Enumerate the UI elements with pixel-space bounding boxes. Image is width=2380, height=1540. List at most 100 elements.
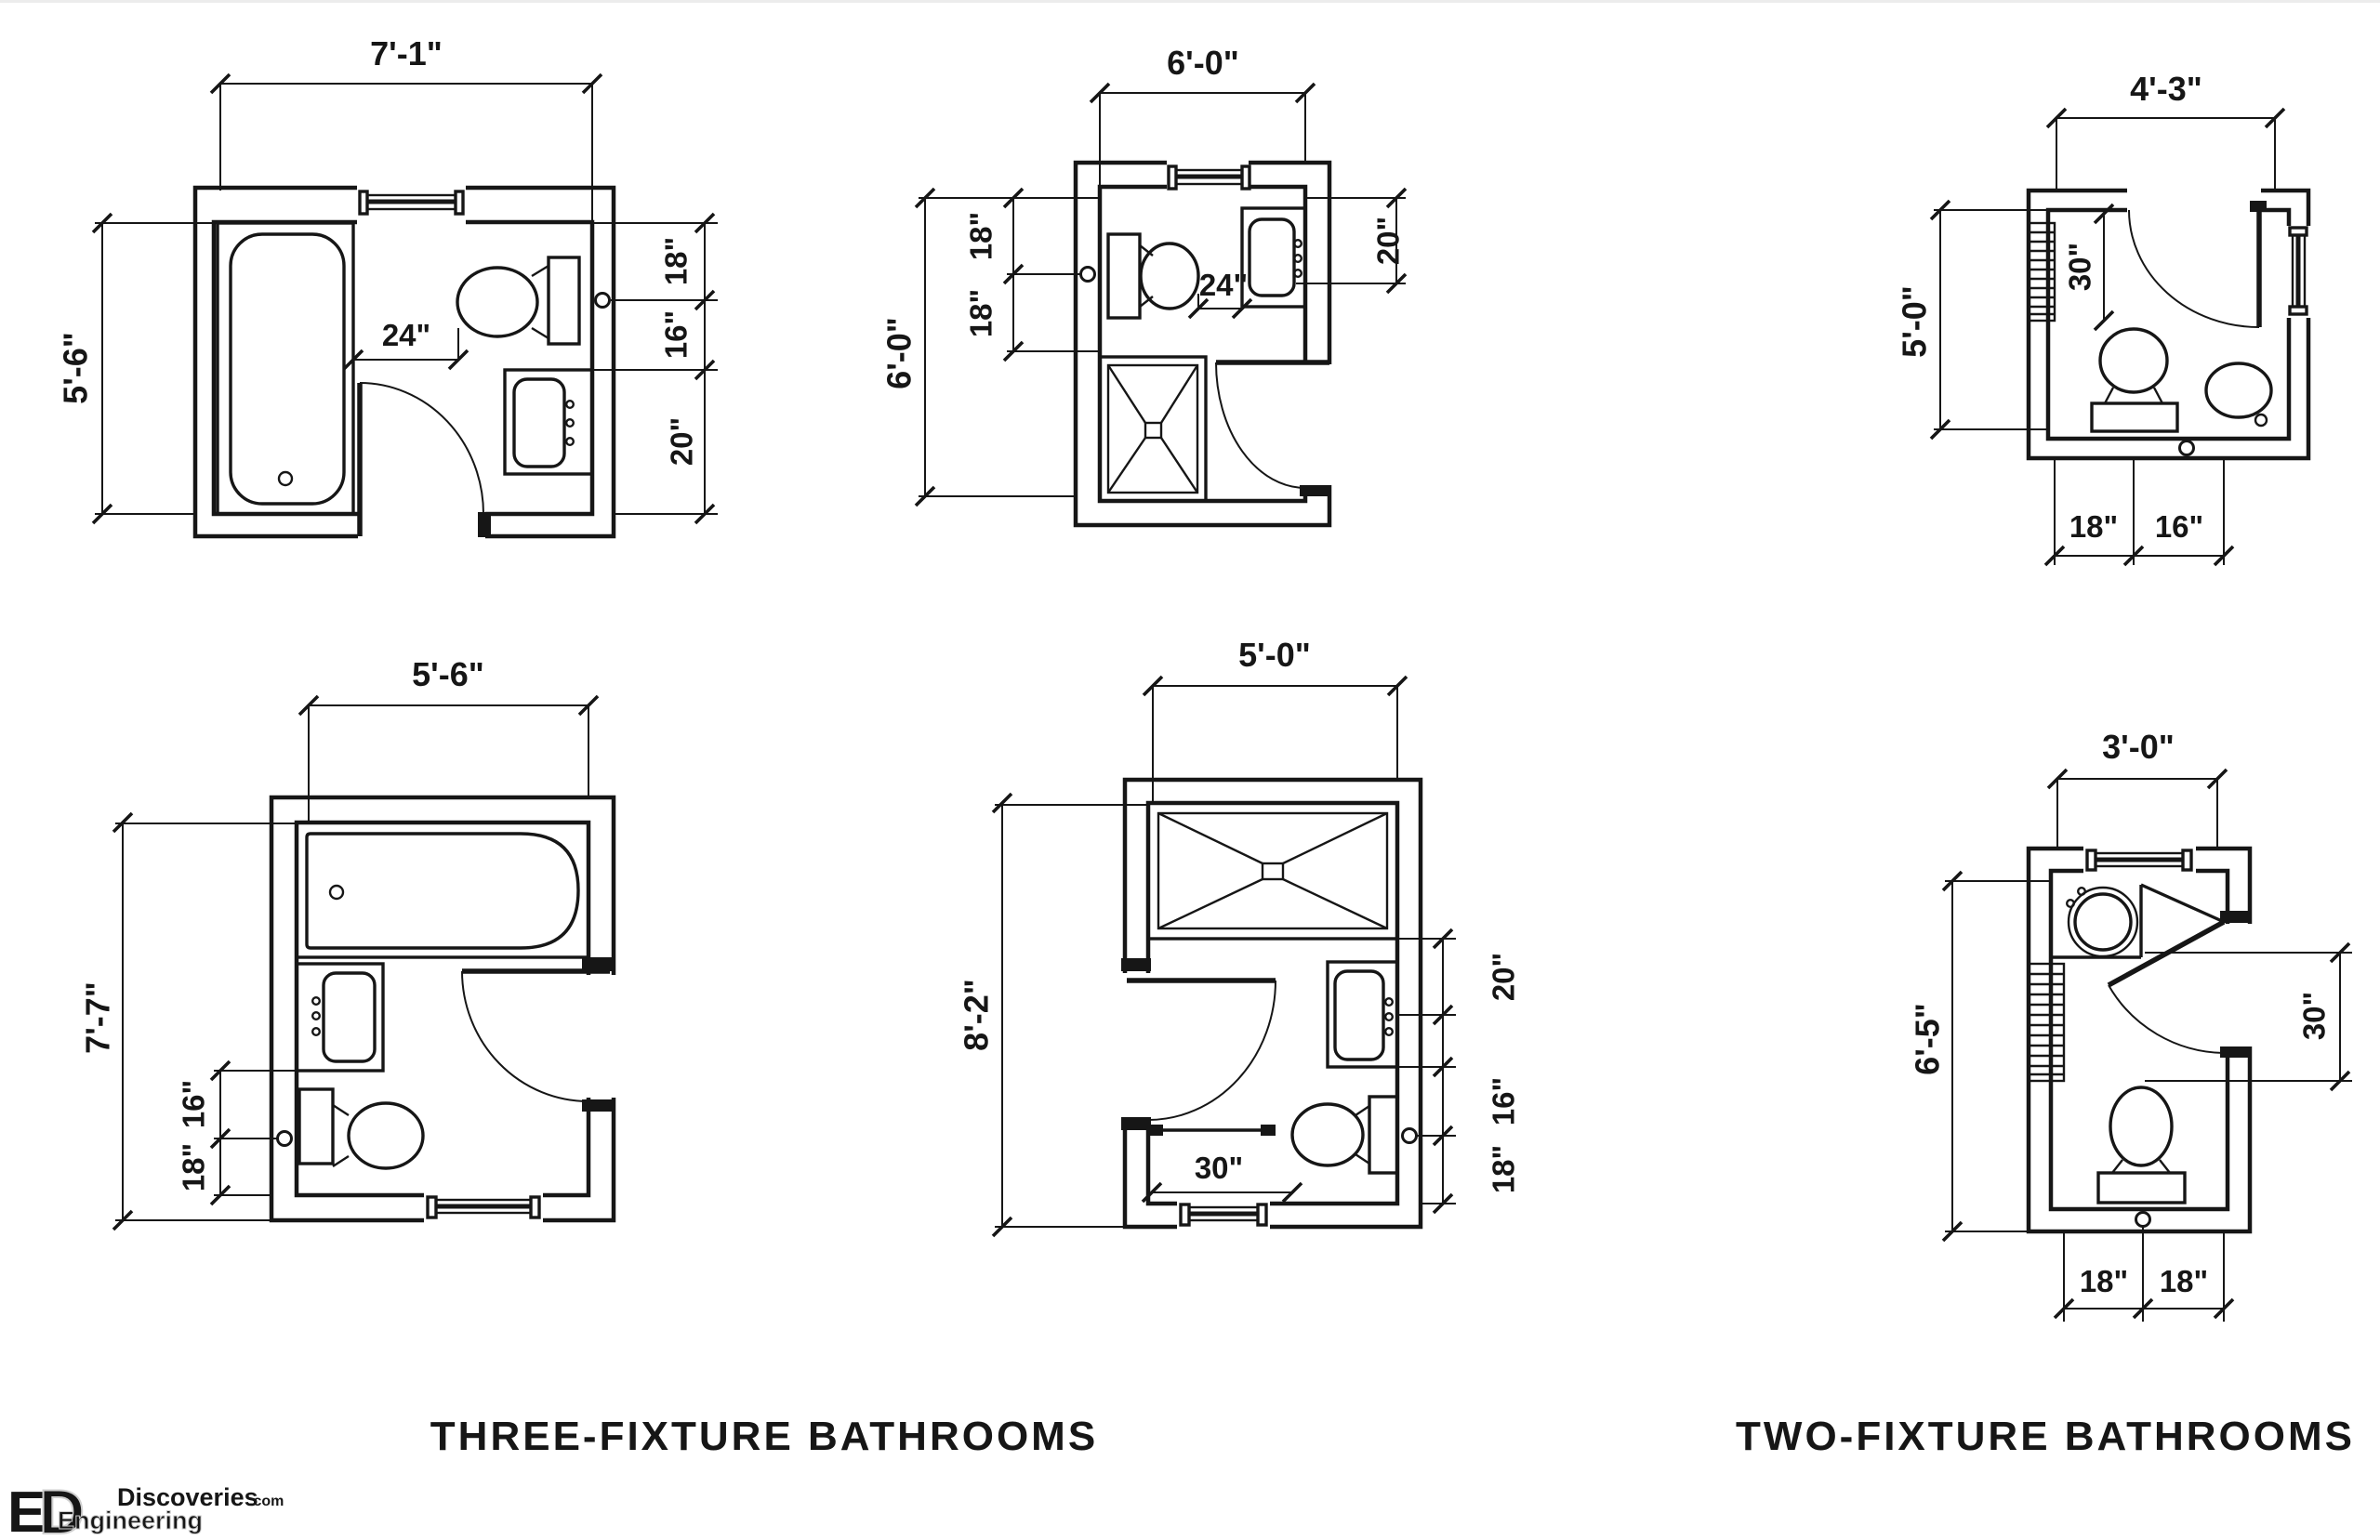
dimension-right: 20" — [1296, 187, 1408, 295]
dim-label: 30" — [2063, 243, 2097, 291]
dimension-height: 5'-0" — [1896, 199, 2109, 441]
dimension-width: 6'-0" — [1089, 44, 1316, 185]
dim-label: 6'-0" — [1167, 44, 1239, 82]
sink-icon — [1326, 960, 1399, 1069]
two-fixture-title: TWO-FIXTURE BATHROOMS — [1736, 1414, 2355, 1459]
stack-marker — [276, 1130, 293, 1147]
sink-icon — [1240, 206, 1307, 309]
stack-marker — [1401, 1127, 1418, 1144]
plan-three-fixture-1: 24" 7'-1" 5'-6" 18" 16" 20" — [57, 34, 718, 540]
stack-marker — [2135, 1211, 2151, 1228]
toilet-icon — [298, 1087, 425, 1170]
door-icon — [461, 957, 614, 1112]
dim-label: 18" — [2160, 1264, 2208, 1298]
dimension-chain-left: 18" 18" — [964, 187, 1100, 362]
stub-wall — [1148, 1125, 1276, 1136]
door-icon — [2128, 201, 2267, 328]
dimension-width: 4'-3" — [2045, 70, 2286, 192]
dim-label: 16" — [1487, 1077, 1521, 1125]
window-icon — [2085, 849, 2193, 872]
dim-label: 8'-2" — [958, 979, 996, 1051]
dimension-chain-bottom: 18" 16" — [2043, 456, 2235, 567]
dim-label: 7'-7" — [79, 981, 117, 1054]
dim-label: 20" — [1487, 953, 1521, 1001]
dim-label: 20" — [665, 417, 699, 466]
dim-label: 5'-0" — [1896, 285, 1934, 358]
stack-marker — [594, 292, 611, 309]
window-icon — [2288, 226, 2308, 316]
dimension-height: 7'-7" — [79, 811, 297, 1231]
plan-three-fixture-2: 24" 6'-0" 6'-0" 18" 18" — [880, 44, 1408, 528]
dim-label: 18" — [1487, 1145, 1521, 1193]
window-icon — [1167, 165, 1251, 191]
watermark: E D Discoveries .com Engineering — [7, 1476, 284, 1540]
dimension-chain-right: 18" 16" 20" — [505, 212, 718, 525]
dim-label: 18" — [2080, 1264, 2128, 1298]
dimension-height: 6'-5" — [1909, 870, 2051, 1243]
stack-marker — [2178, 440, 2195, 456]
dim-label: 24" — [1199, 268, 1248, 302]
radiator-icon — [2027, 962, 2066, 1083]
inner-wall — [211, 219, 595, 517]
door-icon — [1215, 360, 1329, 496]
door-icon — [2107, 911, 2250, 1058]
logo-e-icon: E — [7, 1481, 46, 1540]
plan-two-fixture-2: 30" 3'-0" 6'-5" 18" 18" — [1909, 728, 2352, 1322]
dim-label: 5'-0" — [1238, 636, 1311, 674]
dimension-clearance: 24" — [342, 318, 469, 371]
toilet-icon — [456, 256, 581, 346]
dim-label: 16" — [2155, 509, 2203, 544]
plan-three-fixture-4: 30" 5'-0" 8'-2" 20" 16" — [958, 636, 1521, 1238]
radiator-icon — [2027, 221, 2056, 322]
dimension-width: 5'-6" — [298, 655, 600, 823]
plan-three-fixture-3: 5'-6" 7'-7" 16" 18" — [79, 655, 618, 1231]
dim-label: 18" — [964, 289, 998, 337]
dim-label: 4'-3" — [2130, 70, 2202, 108]
dim-label: 3'-0" — [2102, 728, 2175, 766]
dim-label: 16" — [659, 310, 694, 359]
dim-label: 6'-5" — [1909, 1003, 1947, 1075]
door-icon — [1121, 958, 1276, 1130]
bathtub-icon — [295, 821, 590, 959]
window-icon — [426, 1195, 541, 1219]
dimension-height: 6'-0" — [880, 187, 1100, 507]
toilet-icon — [1106, 232, 1200, 320]
three-fixture-title: THREE-FIXTURE BATHROOMS — [430, 1414, 1098, 1459]
window-icon — [1179, 1203, 1268, 1227]
dimension-chain-bottom: 18" 18" — [2053, 1227, 2235, 1322]
stack-marker — [1079, 266, 1096, 283]
sink-icon — [503, 368, 594, 476]
dim-label: 18" — [964, 212, 998, 260]
dim-label: 18" — [2069, 509, 2118, 544]
dimension-height: 5'-6" — [57, 212, 214, 525]
dim-label: 20" — [1371, 217, 1406, 265]
dimension-width: 5'-0" — [1142, 636, 1408, 803]
dim-label: 5'-6" — [412, 655, 484, 693]
dim-label: 30" — [2297, 992, 2332, 1040]
plan-two-fixture-1: 30" 4'-3" 5'-0" 18" 16" — [1896, 70, 2314, 567]
dimension-clearance: 30" — [1141, 1151, 1303, 1204]
sink-icon — [2204, 362, 2273, 428]
dimension-width: 7'-1" — [209, 34, 603, 220]
sheet-edge — [0, 0, 2380, 3]
toilet-icon — [1290, 1095, 1399, 1175]
dim-label: 30" — [1195, 1151, 1243, 1185]
dimension-chain-left: 16" 18" — [177, 1060, 297, 1206]
sink-icon — [295, 962, 385, 1073]
dim-label: 18" — [177, 1143, 211, 1191]
toilet-icon — [2090, 327, 2179, 433]
dim-label: 5'-6" — [57, 332, 95, 404]
sink-icon — [2051, 883, 2223, 959]
dimension-chain-right: 20" 16" 18" — [1397, 928, 1521, 1215]
dim-label: 7'-1" — [370, 34, 443, 72]
dimension-width: 3'-0" — [2046, 728, 2228, 847]
dimension-clearance: 24" — [1187, 268, 1253, 320]
dim-label: 24" — [382, 318, 430, 352]
bathtub-icon — [216, 221, 355, 516]
watermark-discoveries: Discoveries — [117, 1483, 258, 1511]
dimension-clearance: 30" — [2063, 203, 2115, 332]
toilet-icon — [2096, 1086, 2187, 1204]
dim-label: 16" — [177, 1080, 211, 1128]
shower-icon — [1146, 801, 1399, 941]
